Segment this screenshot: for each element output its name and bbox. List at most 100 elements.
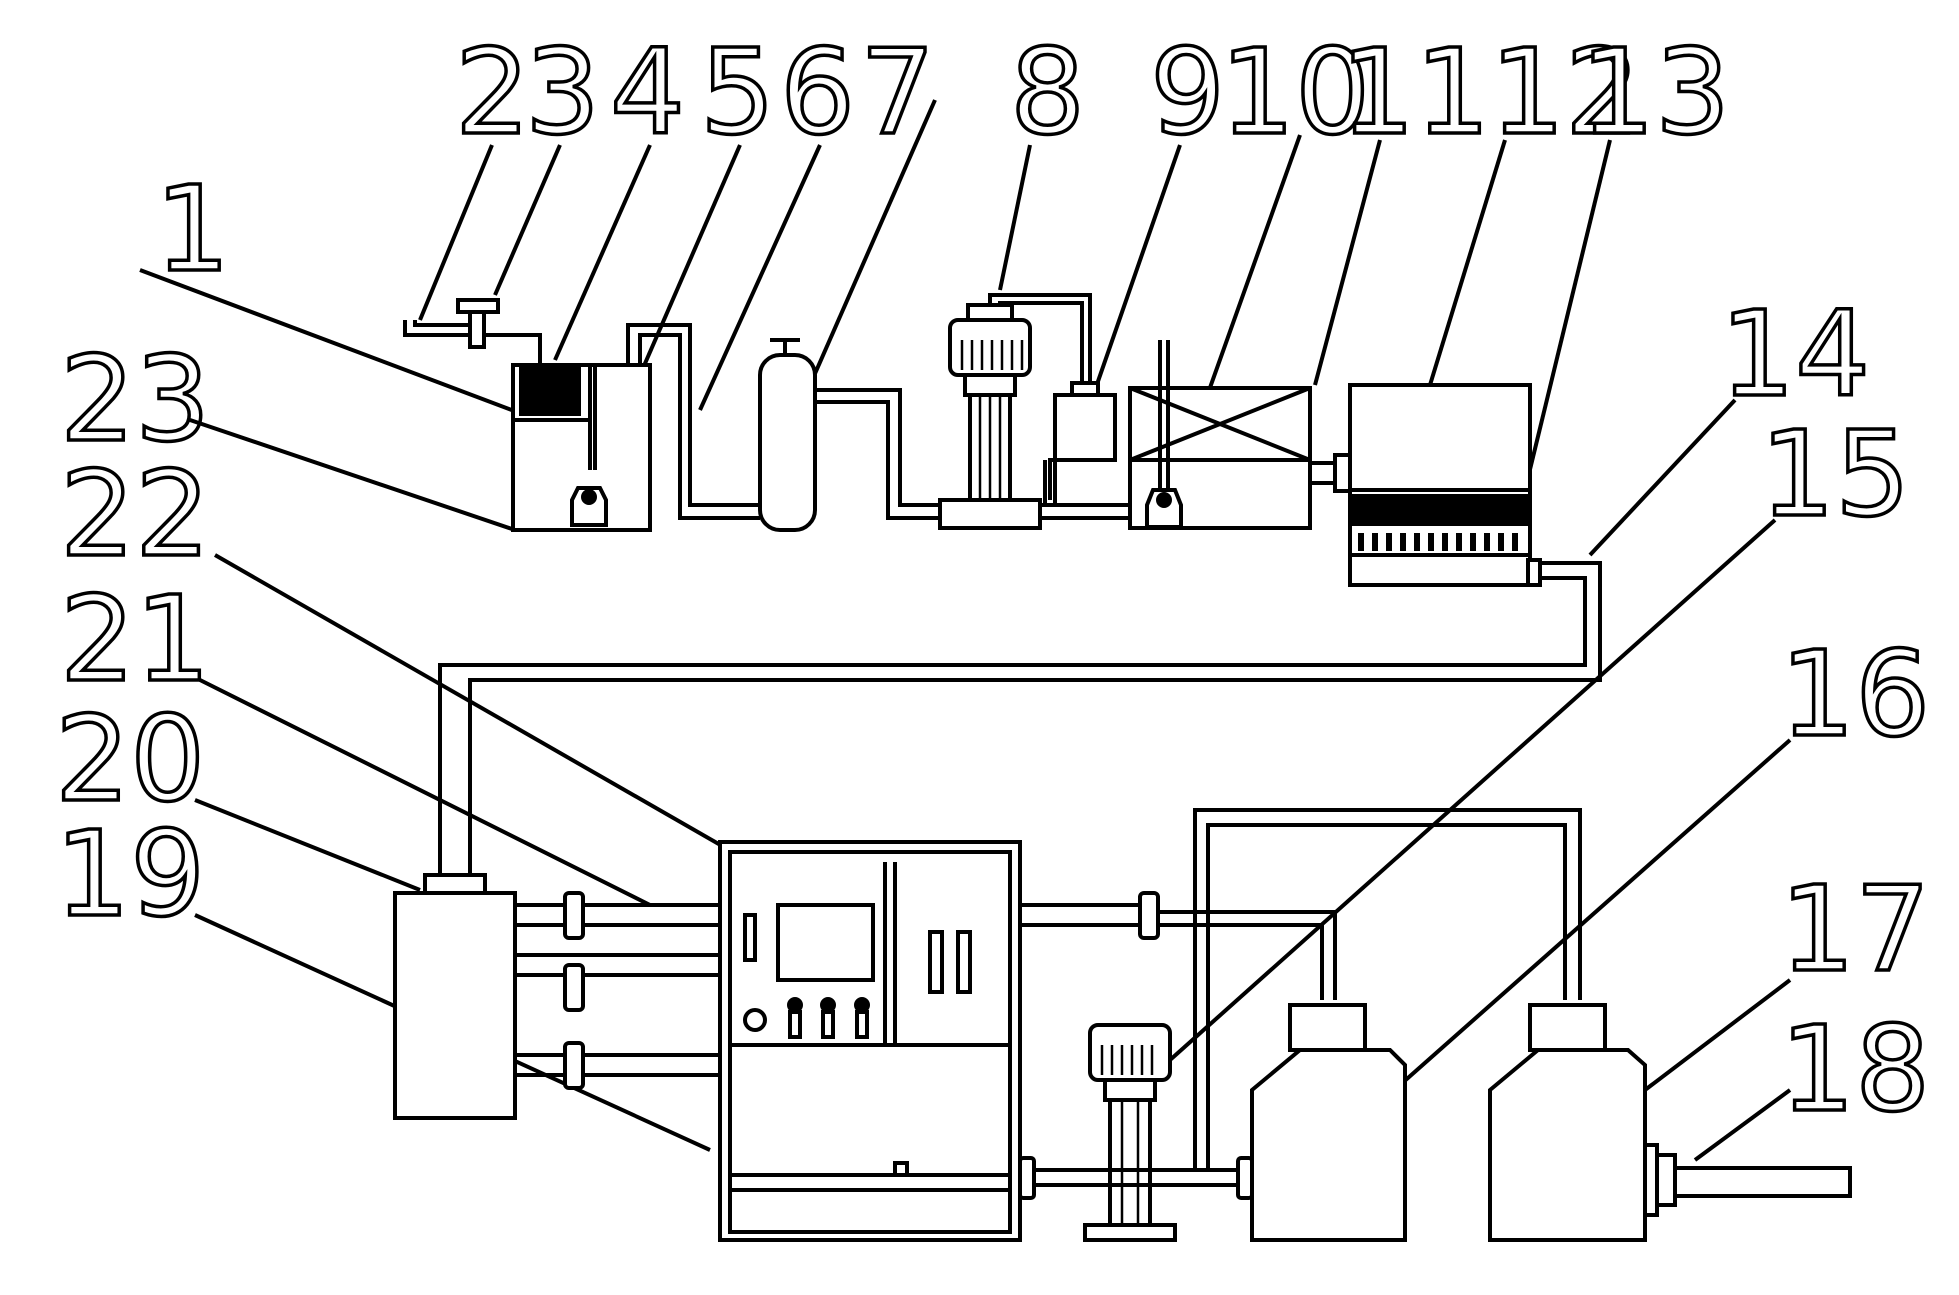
pump-8-return-pipe <box>988 293 1092 385</box>
sand-filter-7 <box>758 353 817 532</box>
cabinet-indicator <box>743 913 757 962</box>
leader-15 <box>1168 518 1777 1062</box>
leader-lines <box>139 99 1792 1162</box>
label-13: 13 <box>1580 23 1730 161</box>
label-12: 12 <box>1490 23 1640 161</box>
outlet-connector-18 <box>1655 1153 1677 1207</box>
filter-outlet-pipe-inner <box>815 400 950 520</box>
cabinet-outlet-pipe <box>1020 903 1155 927</box>
leader-12 <box>1428 139 1507 386</box>
label-19: 19 <box>55 805 205 943</box>
cabinet-outlet-flange <box>1138 891 1160 940</box>
pump-15-body <box>1108 1098 1152 1227</box>
pump-8-neck <box>963 373 1017 397</box>
ro-outlet-connector <box>1308 461 1337 485</box>
filter-outlet-pipe <box>815 388 950 507</box>
label-3: 3 <box>525 23 600 161</box>
ro-outlet-flange <box>1333 453 1352 493</box>
leader-21 <box>199 678 651 907</box>
cabinet-handle-a <box>928 930 944 994</box>
control-display-22 <box>776 903 875 982</box>
feed-pipe-16-inner <box>1158 923 1324 1000</box>
tank-17-cap <box>1528 1003 1607 1052</box>
outlet-pipe-18 <box>1673 1166 1852 1198</box>
label-14: 14 <box>1720 285 1870 423</box>
label-16: 16 <box>1780 625 1930 763</box>
label-9: 9 <box>1150 23 1225 161</box>
leader-13 <box>1523 139 1612 491</box>
leader-8 <box>998 144 1032 291</box>
sand-filter-top <box>770 338 800 355</box>
tank-17 <box>1488 1048 1647 1242</box>
pipe-14-outer <box>468 561 1602 875</box>
bottom-pipe-flange-left <box>1018 1156 1036 1200</box>
dosing-line <box>1043 460 1057 505</box>
tank-16 <box>1250 1048 1407 1242</box>
cabinet-knob <box>743 1008 767 1032</box>
pump-15-fins <box>1100 1045 1154 1075</box>
pipe-14-inner-b <box>438 663 455 875</box>
label-20: 20 <box>55 690 205 828</box>
pump-8-base <box>938 498 1042 530</box>
label-23: 23 <box>60 330 210 468</box>
inlet-valve-body <box>468 310 486 349</box>
label-6: 6 <box>780 23 855 161</box>
label-18: 18 <box>1780 1000 1930 1138</box>
membrane-slots <box>1358 533 1518 551</box>
submersible-pump-5 <box>570 486 608 527</box>
label-21: 21 <box>60 570 210 708</box>
loop-pipe-outer <box>1193 808 1582 1170</box>
leader-17 <box>1643 978 1792 1092</box>
tank-20-pipes <box>515 891 720 1090</box>
cabinet-switches <box>787 997 870 1039</box>
leader-7 <box>808 99 937 386</box>
feed-pipe-16 <box>1158 910 1337 1000</box>
submersible-pump-10-rotor <box>1156 492 1172 508</box>
pump-15-neck <box>1103 1078 1157 1102</box>
membrane-outlet-flange <box>1526 558 1542 587</box>
inlet-pipe-inner <box>413 320 475 327</box>
pump-8-return-pipe-inner <box>998 301 1084 385</box>
leader-18 <box>1693 1088 1792 1162</box>
main-pipe-14 <box>438 561 1602 875</box>
flange-c <box>563 1041 585 1090</box>
pump-8-fins <box>960 340 1024 370</box>
leader-4 <box>553 144 652 361</box>
submersible-pump-5-rotor <box>581 489 597 505</box>
pipe-21-a <box>515 903 720 927</box>
leader-3 <box>493 144 562 296</box>
label-4: 4 <box>610 23 685 161</box>
bottom-equipment <box>393 808 1852 1242</box>
tank-20 <box>393 891 517 1120</box>
top-equipment <box>403 293 1542 587</box>
loop-pipe-inner <box>1206 823 1567 1170</box>
label-5: 5 <box>700 23 775 161</box>
membrane-unit-12 <box>1348 383 1532 587</box>
tank-20-cap <box>423 873 487 895</box>
submersible-pump-10 <box>1145 488 1183 529</box>
label-1: 1 <box>155 160 230 298</box>
bottom-pipe <box>1020 1168 1240 1187</box>
flange-b <box>563 963 585 1012</box>
leader-2 <box>418 144 494 321</box>
label-11: 11 <box>1340 23 1490 161</box>
callout-numbers: 2 3 4 5 6 7 8 9 10 11 12 13 1 23 22 21 2… <box>53 21 1932 1140</box>
filter-media <box>519 364 581 416</box>
pipe-14-inner-a <box>455 576 1587 667</box>
tank-16-cap <box>1288 1003 1367 1052</box>
label-22: 22 <box>60 445 210 583</box>
pump-8-outlet-pipe <box>1040 503 1130 520</box>
label-15: 15 <box>1760 405 1910 543</box>
label-2: 2 <box>455 23 530 161</box>
pipe-19 <box>515 1053 720 1077</box>
cabinet-handle-b <box>956 930 972 994</box>
pump-15-base <box>1083 1223 1177 1242</box>
leader-16 <box>1398 738 1792 1087</box>
transfer-pipe-6-inner <box>638 333 760 520</box>
membrane-elements-13 <box>1349 494 1531 526</box>
dosing-device-9 <box>1053 393 1117 462</box>
bottom-pipe-flange-right <box>1236 1156 1254 1200</box>
pipe-21-b <box>515 953 720 977</box>
